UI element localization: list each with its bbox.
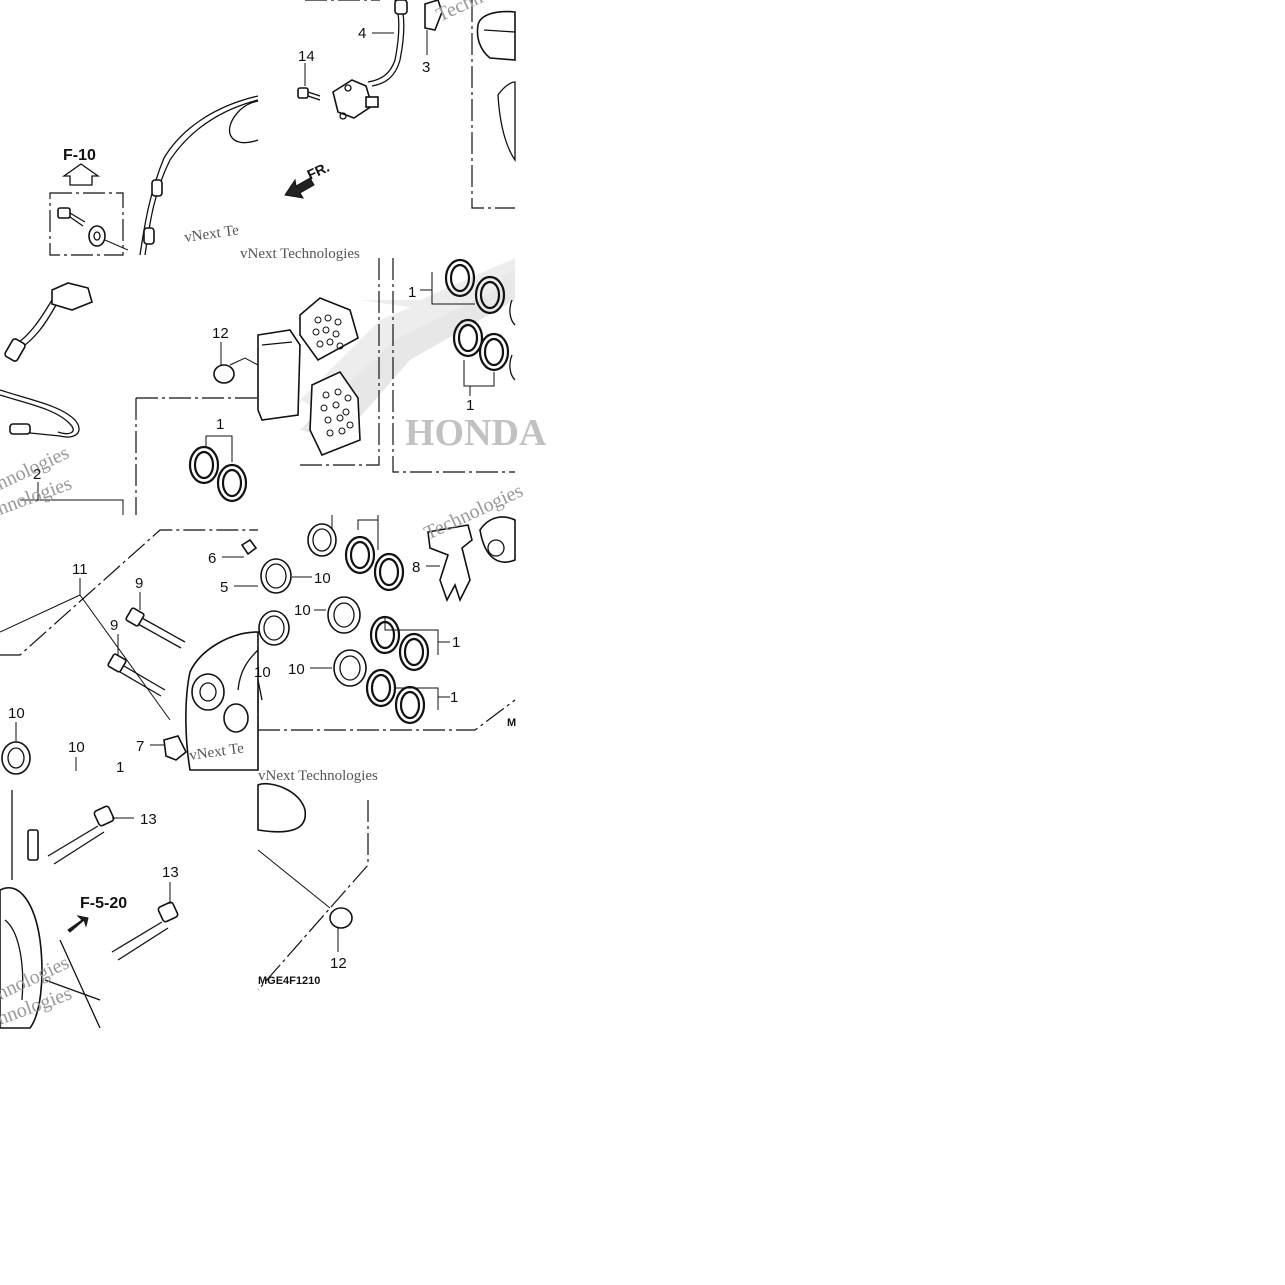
pad-pin-collar-bottom [257,849,353,952]
brake-pad-lower [309,370,361,457]
front-marker-label: FR. [305,159,332,183]
drawing-code-partial: M [507,717,516,729]
callout-10-d: 10 [254,664,271,681]
wheel-speed-sensor [332,0,443,120]
pad-spring [426,524,473,603]
callout-14: 14 [298,48,315,65]
caliper-seal-set-b [420,258,516,396]
callout-3: 3 [422,59,430,76]
caliper-seal-set-a [188,435,248,503]
up-arrow-icon [61,163,101,186]
reference-f10: F-10 [63,147,96,164]
callout-10-b: 10 [294,602,311,619]
callout-10-e: 10 [8,705,25,722]
callout-12-b: 12 [330,955,347,972]
callout-10-a: 10 [314,570,331,587]
caliper-partial-right [479,516,516,563]
bolt-with-grommet [57,207,129,251]
callout-1-d: 1 [452,634,460,651]
caliper-piston-left [1,722,77,775]
callout-6: 6 [208,550,216,567]
callout-1-f: 1 [116,759,124,776]
pad-pin-collar [213,342,259,384]
reference-arrow-icon [67,915,89,933]
brake-pad-left [257,329,301,421]
mounting-bolt-lower [111,882,179,961]
callout-1-b: 1 [408,284,416,301]
brake-pad-partial [476,10,516,163]
watermark-center-3: vNext Te [188,740,245,764]
sensor-bolt [297,87,321,101]
callout-10-c: 10 [288,661,305,678]
caliper-body-left [185,631,263,771]
callout-5: 5 [220,579,228,596]
honda-watermark-text: HONDA [405,412,547,454]
watermark-center-2: vNext Technologies [240,246,360,262]
section-frames [0,0,516,991]
callout-1-e: 1 [450,689,458,706]
caliper-partial-bottom [257,783,307,833]
callout-1-a: 1 [216,416,224,433]
abs-wiring-harness [0,282,93,438]
callout-11: 11 [72,561,88,578]
watermark-center-4: vNext Technologies [258,768,378,784]
brake-pad-upper [299,297,359,362]
reference-f5-20: F-5-20 [80,895,127,912]
callout-13-a: 13 [140,811,157,828]
pad-clip [150,735,188,761]
callout-9-b: 9 [110,617,118,634]
callout-9-a: 9 [135,575,143,592]
pad-pin-upper [125,592,186,649]
callout-10-f: 10 [68,739,85,756]
front-direction-arrow: FR. [284,159,332,199]
abs-sensor-cable [139,95,259,256]
callout-8: 8 [412,559,420,576]
bleeder-valve [222,538,258,587]
callout-12-a: 12 [212,325,229,342]
caliper-pistons-center [258,515,450,725]
watermark-center-1: vNext Te [183,222,240,246]
drawing-code: MGE4F1210 [258,975,320,987]
caliper-mount-bottom [0,790,101,1029]
callout-1-c: 1 [466,397,474,414]
callout-7: 7 [136,738,144,755]
pad-pin-lower [107,634,166,697]
callout-2: 2 [33,466,41,483]
callout-4: 4 [358,25,366,42]
mounting-bolt-upper [47,805,134,865]
callout-13-b: 13 [162,864,179,881]
